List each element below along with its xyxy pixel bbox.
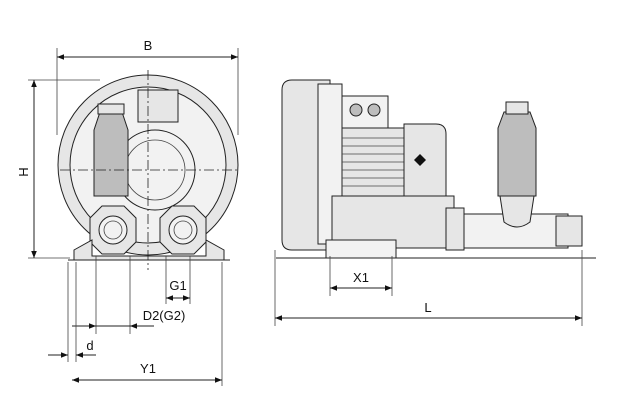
motor-fins <box>342 137 404 187</box>
dim-G1: G1 <box>165 256 191 304</box>
rotation-marker <box>414 154 426 166</box>
dim-d: d <box>48 262 96 362</box>
dim-H-label: H <box>16 167 31 176</box>
outlet-flange <box>445 207 465 251</box>
dim-X1: X1 <box>329 256 393 296</box>
dim-L: L <box>274 250 583 326</box>
port-left <box>89 205 137 255</box>
silencer-elbow <box>499 195 535 228</box>
terminal-box <box>341 95 389 129</box>
dim-B-label: B <box>144 38 153 53</box>
terminal-screw-left <box>349 103 363 117</box>
side-foot <box>325 239 397 259</box>
front-view <box>57 70 240 270</box>
pipe-end <box>555 215 583 247</box>
dim-Y1: Y1 <box>72 262 223 386</box>
dim-B: B <box>56 38 239 135</box>
dim-H: H <box>16 79 100 259</box>
silencer-cap <box>97 103 125 115</box>
side-silencer <box>497 111 537 197</box>
dim-D2-label: D2(G2) <box>143 308 186 323</box>
dim-Y1-label: Y1 <box>140 361 156 376</box>
dim-d-label: d <box>86 338 93 353</box>
dim-X1-label: X1 <box>353 270 369 285</box>
top-boss <box>137 89 179 123</box>
side-silencer-cap <box>505 101 529 115</box>
dim-G1-label: G1 <box>169 278 186 293</box>
side-view <box>276 79 596 259</box>
port-right <box>159 205 207 255</box>
dim-L-label: L <box>424 300 431 315</box>
dim-D2: D2(G2) <box>72 256 185 334</box>
terminal-screw-right <box>367 103 381 117</box>
silencer-column <box>93 111 129 197</box>
